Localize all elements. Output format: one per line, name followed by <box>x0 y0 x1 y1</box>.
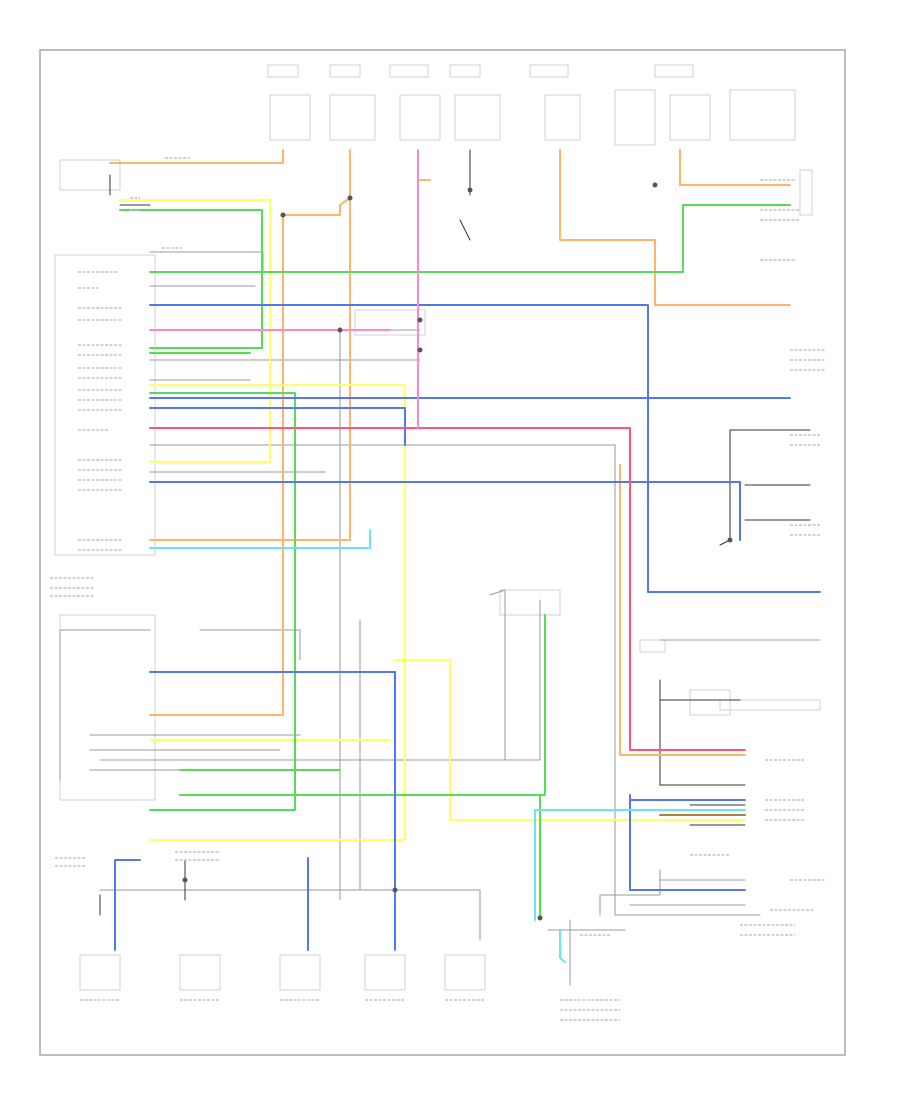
tiny-labels <box>50 157 825 1021</box>
orange-wire-0 <box>109 149 284 164</box>
gray-thin-wire-11 <box>489 589 506 761</box>
gray-thin-wire-10 <box>99 599 541 761</box>
component-outline-21 <box>179 954 221 991</box>
splice-dot-4 <box>467 187 473 193</box>
splice-dot-7 <box>182 877 188 883</box>
black-thin-wire-25 <box>719 429 731 546</box>
splice-dot-9 <box>392 887 398 893</box>
blue-wire-22 <box>149 481 741 541</box>
blue-wire-21 <box>149 407 406 446</box>
splice-dot-5 <box>652 182 658 188</box>
blue-wire-24 <box>114 859 141 951</box>
splice-points <box>182 182 733 921</box>
blue-wire-26 <box>629 794 746 891</box>
component-outline-16 <box>354 309 426 336</box>
red-wire-28 <box>149 427 746 751</box>
splice-dot-2 <box>280 212 286 218</box>
component-outline-8 <box>399 94 441 141</box>
green-wire-14 <box>149 392 296 811</box>
yellow-wire-11 <box>394 659 746 821</box>
orange-wire-1 <box>149 214 284 716</box>
cyan-wire-31 <box>149 529 371 549</box>
wires <box>59 149 821 986</box>
orange-wire-2 <box>282 149 351 216</box>
splice-dot-10 <box>727 537 733 543</box>
component-outline-22 <box>279 954 321 991</box>
gray-thin-wire-9 <box>99 889 481 941</box>
component-outline-3 <box>449 64 481 78</box>
component-outline-20 <box>79 954 121 991</box>
black-thin-wire-23 <box>659 679 746 786</box>
splice-dot-6 <box>337 327 343 333</box>
component-outline-2 <box>389 64 429 78</box>
gray-thin-wire-12 <box>199 629 301 661</box>
yellow-wire-9 <box>149 384 406 841</box>
component-outline-26 <box>799 169 813 216</box>
component-outline-14 <box>59 159 121 191</box>
orange-wire-4 <box>559 149 791 306</box>
connector-outlines <box>54 64 821 991</box>
component-outline-6 <box>269 94 311 141</box>
component-outline-9 <box>454 94 501 141</box>
cyan-wire-33 <box>559 929 566 963</box>
component-outline-1 <box>329 64 361 78</box>
green-wire-12 <box>149 204 791 273</box>
diagram-frame <box>39 49 846 1056</box>
component-outline-12 <box>669 94 711 141</box>
black-thin-wire-36 <box>459 219 471 241</box>
component-outline-17 <box>719 699 821 711</box>
component-outline-15 <box>54 254 156 556</box>
gray-thin-wire-18 <box>599 869 661 916</box>
component-outline-10 <box>544 94 581 141</box>
component-outline-5 <box>654 64 694 78</box>
orange-wire-3 <box>149 197 351 541</box>
component-outline-4 <box>529 64 569 78</box>
green-wire-16 <box>179 614 546 796</box>
component-outline-25 <box>639 639 666 653</box>
green-wire-15 <box>119 209 263 349</box>
gray-thin-wire-13 <box>59 629 151 781</box>
splice-dot-1 <box>417 347 423 353</box>
component-outline-13 <box>729 89 796 141</box>
component-outline-18 <box>499 589 561 616</box>
component-outline-23 <box>364 954 406 991</box>
component-outline-0 <box>267 64 299 78</box>
blue-wire-19 <box>149 304 821 593</box>
component-outline-24 <box>444 954 486 991</box>
component-outline-7 <box>329 94 376 141</box>
component-outline-19 <box>59 614 156 801</box>
component-outline-27 <box>689 689 731 716</box>
gray-thin-wire-0 <box>149 251 264 273</box>
blue-wire-23 <box>149 671 396 951</box>
orange-wire-6 <box>619 464 746 756</box>
orange-wire-5 <box>679 149 791 186</box>
splice-dot-0 <box>417 317 423 323</box>
gray-thin-wire-5 <box>149 444 761 916</box>
cyan-wire-32 <box>534 809 746 921</box>
splice-dot-3 <box>347 195 353 201</box>
component-outline-11 <box>614 89 656 146</box>
splice-dot-8 <box>537 915 543 921</box>
